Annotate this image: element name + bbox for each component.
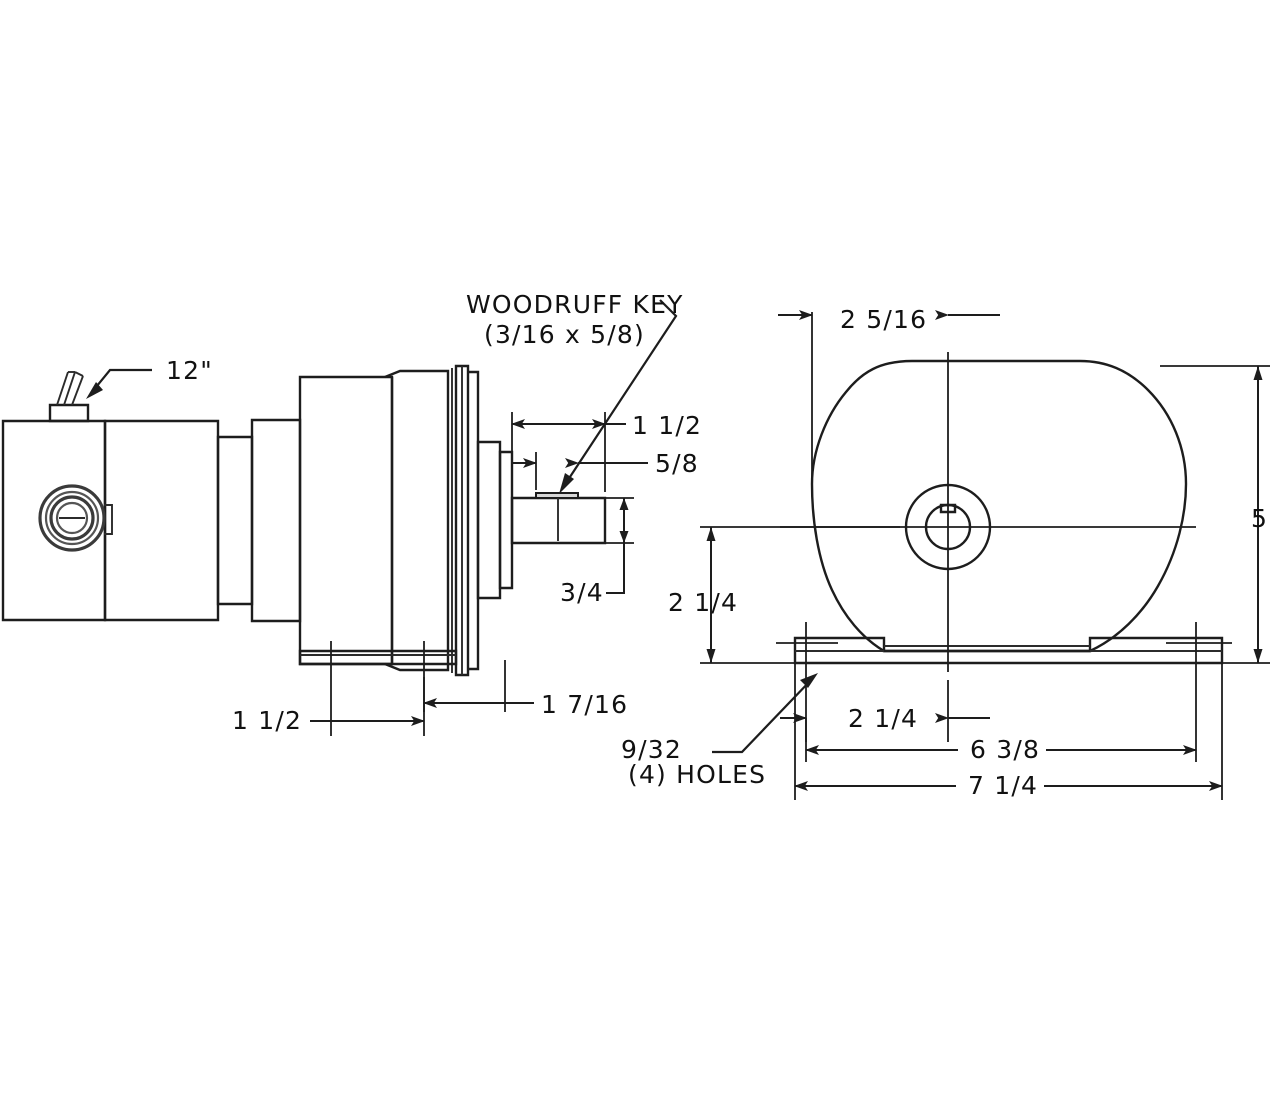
note-woodruff-key: WOODRUFF KEY (3/16 x 5/8): [466, 290, 684, 494]
dim-overall-width: 7 1/4: [794, 663, 1223, 800]
dim-label-center-height: 2 1/4: [668, 588, 738, 617]
dim-key-position: 5/8: [512, 449, 699, 490]
output-shaft-assembly: [476, 440, 607, 600]
dim-foot-hole-span: 6 3/8: [805, 680, 1197, 764]
mounting-feet-end: [793, 636, 1224, 665]
dim-label-foot-offset: 1 1/2: [232, 706, 302, 735]
lead-wire-exit: [48, 371, 90, 423]
dim-label-shaft-length: 1 1/2: [632, 411, 702, 440]
dim-shaft-center-offset: 2 5/16: [778, 305, 1000, 484]
dim-shaft-length: 1 1/2: [511, 411, 702, 492]
end-elevation-view: 2 5/16 2 1/4 5 2 1/4: [621, 305, 1270, 800]
dim-shaft-diameter: 3/4: [560, 497, 634, 607]
dim-label-foot-to-end: 1 7/16: [541, 690, 628, 719]
motor-conduit-box: [1, 419, 220, 622]
dim-label-overall-width: 7 1/4: [968, 771, 1038, 800]
dim-foot-hole-offset: 2 1/4: [780, 680, 990, 742]
dim-label-shaft-diameter: 3/4: [560, 578, 604, 607]
note-mounting-holes-line2: (4) HOLES: [628, 760, 766, 789]
motor-end-port: [38, 484, 113, 552]
note-lead-length: 12": [86, 356, 213, 399]
dim-overall-height: 5: [1160, 365, 1270, 664]
motor-gearbox-transition: [216, 418, 302, 623]
dim-center-height: 2 1/4: [668, 526, 900, 664]
note-mounting-holes: 9/32 (4) HOLES: [621, 673, 818, 789]
dim-foot-to-end: 1 7/16: [423, 660, 628, 719]
dim-label-foot-hole-span: 6 3/8: [970, 735, 1040, 764]
gearbox-housing: [298, 364, 480, 677]
dim-foot-offset: 1 1/2: [232, 677, 425, 736]
dim-label-shaft-center-offset: 2 5/16: [840, 305, 927, 334]
dim-label-foot-hole-offset: 2 1/4: [848, 704, 918, 733]
gearbox-end-profile: [810, 359, 1188, 653]
note-mounting-holes-line1: 9/32: [621, 735, 682, 764]
note-woodruff-key-line1: WOODRUFF KEY: [466, 290, 684, 319]
dim-label-lead-length: 12": [166, 356, 213, 385]
mounting-foot-side: [298, 641, 458, 677]
end-view-centerlines: [776, 352, 1232, 680]
side-elevation-view: 1 1/2 5/8 3/4 WOODRUFF KEY (3/16 x 5/8): [1, 290, 702, 736]
note-woodruff-key-line2: (3/16 x 5/8): [484, 320, 645, 349]
dim-label-key-position: 5/8: [655, 449, 699, 478]
dim-label-overall-height: 5: [1251, 504, 1268, 533]
